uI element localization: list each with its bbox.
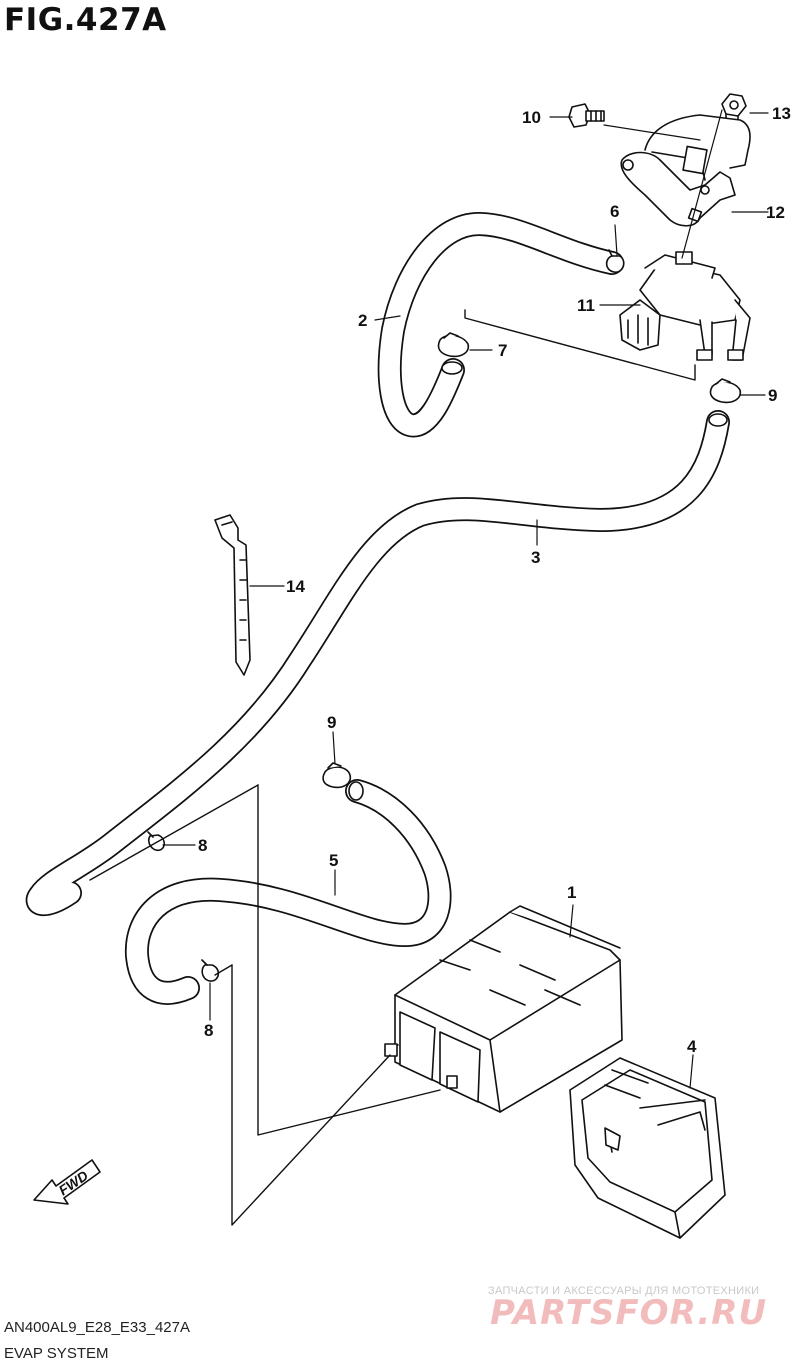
callout-9-lower: 9: [327, 713, 336, 732]
callout-11: 11: [577, 296, 595, 315]
callout-4: 4: [687, 1037, 697, 1056]
clip-8-lower[interactable]: [201, 959, 220, 982]
callout-3: 3: [531, 548, 540, 567]
diagram-code: AN400AL9_E28_E33_427A: [4, 1319, 190, 1336]
callout-9-upper: 9: [768, 386, 777, 405]
leader-brackets: [89, 309, 696, 1226]
callout-8-lower: 8: [204, 1021, 213, 1040]
bolt-10[interactable]: [568, 103, 605, 128]
clamp-9-lower[interactable]: [322, 762, 352, 789]
clip-8-upper[interactable]: [147, 831, 166, 852]
nut-13[interactable]: [721, 93, 747, 122]
callout-14: 14: [286, 577, 305, 596]
callout-5: 5: [329, 851, 338, 870]
cover-4[interactable]: [569, 1057, 726, 1239]
callout-13: 13: [772, 104, 791, 123]
watermark-logo: PARTSFOR.RU: [490, 1293, 768, 1333]
leader-lines: [162, 109, 769, 1089]
callouts: 1 2 3 4 5 6 7 8 8 9 9 10 11 12 13 14: [198, 104, 791, 1056]
hose-5[interactable]: [124, 779, 452, 1005]
bracket-12[interactable]: [620, 114, 751, 227]
solenoid-valve-11[interactable]: [619, 251, 751, 361]
fwd-arrow: FWD: [33, 1159, 101, 1205]
hose-3[interactable]: [25, 410, 730, 917]
hose-2[interactable]: [377, 212, 624, 438]
cable-tie-14[interactable]: [214, 514, 251, 676]
callout-8-upper: 8: [198, 836, 207, 855]
clip-6[interactable]: [605, 249, 625, 273]
clamp-9-upper[interactable]: [709, 378, 742, 404]
callout-12: 12: [766, 203, 785, 222]
callout-7: 7: [498, 341, 507, 360]
diagram-name: EVAP SYSTEM: [4, 1345, 109, 1362]
callout-1: 1: [567, 883, 576, 902]
callout-6: 6: [610, 202, 619, 221]
canister-1[interactable]: [384, 905, 623, 1113]
watermark-tagline: ЗАПЧАСТИ И АКСЕССУАРЫ ДЛЯ МОТОТЕХНИКИ: [488, 1285, 760, 1297]
figure-title: FIG.427A: [4, 2, 167, 38]
callout-2: 2: [358, 311, 367, 330]
callout-10: 10: [522, 108, 541, 127]
clamp-7[interactable]: [437, 332, 470, 358]
